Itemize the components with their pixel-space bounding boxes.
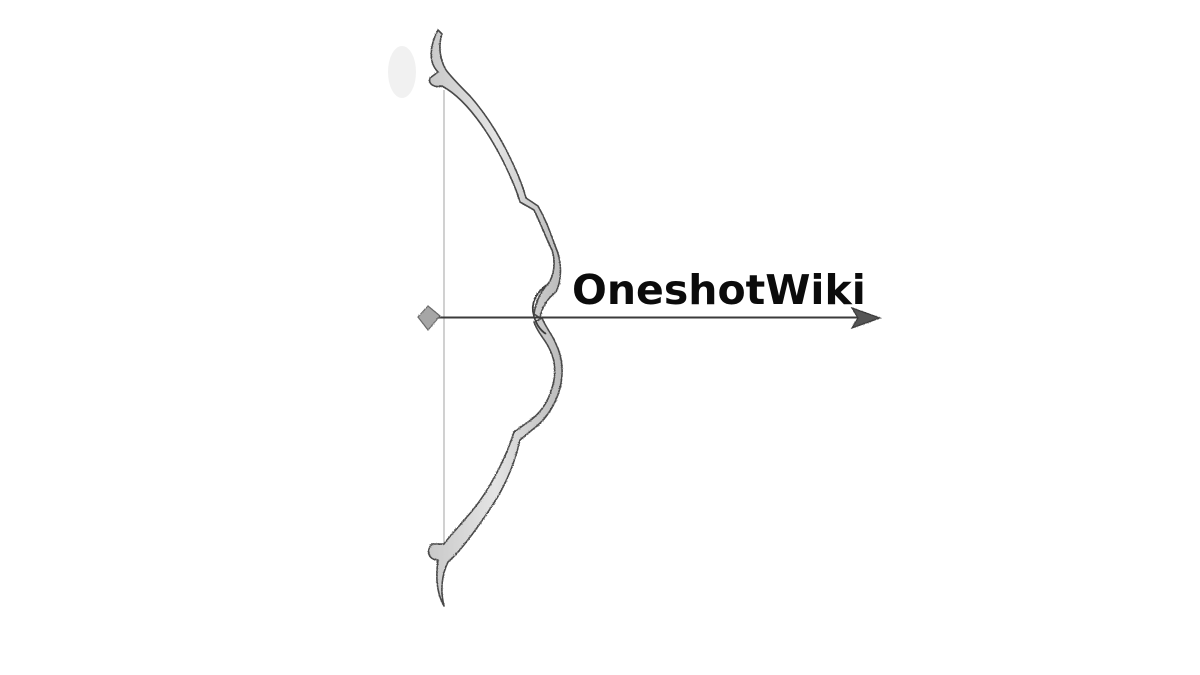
logo-wordmark: OneshotWiki	[572, 266, 866, 314]
arrow-icon	[417, 305, 882, 331]
smudge-mark	[388, 46, 416, 98]
